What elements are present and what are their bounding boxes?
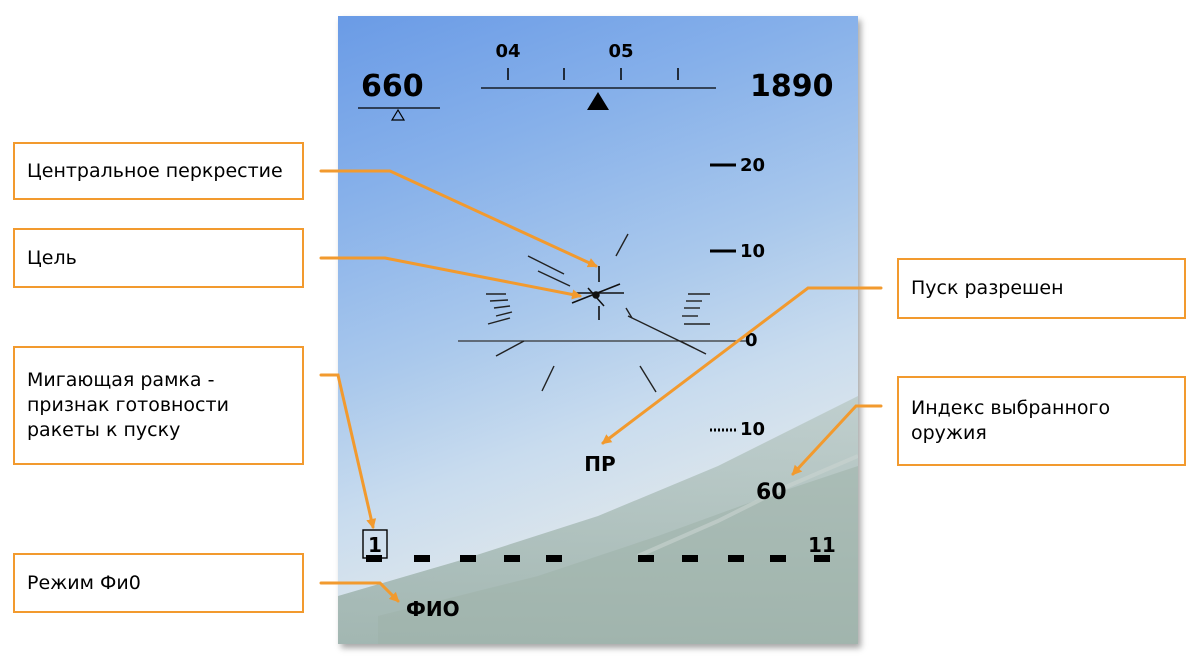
launch-allowed-indicator: ПР	[584, 452, 615, 476]
heading-label-05: 05	[608, 41, 633, 62]
pitch-label-minus-10: 10	[740, 419, 765, 440]
callout-weapon-index-text: Индекс выбранного оружия	[911, 397, 1111, 444]
pitch-label-10: 10	[740, 241, 765, 262]
callout-blinking-frame-text: Мигающая рамка - признак готовности раке…	[27, 369, 229, 441]
callout-fio-mode: Режим Фи0	[13, 553, 304, 613]
callout-target: Цель	[13, 228, 304, 288]
heading-caret-icon	[587, 92, 609, 110]
range-readout: 60	[756, 480, 787, 505]
callout-blinking-frame: Мигающая рамка - признак готовности раке…	[13, 346, 304, 465]
missile-count: 11	[808, 533, 836, 557]
callout-launch-allowed: Пуск разрешен	[897, 258, 1186, 319]
callout-center-cross: Центральное перкрестие	[13, 142, 304, 200]
speed-index-icon	[390, 108, 406, 121]
callout-fio-mode-text: Режим Фи0	[27, 571, 141, 594]
callout-weapon-index: Индекс выбранного оружия	[897, 376, 1186, 466]
dash-bar	[366, 555, 830, 562]
mode-indicator: ФИО	[406, 597, 460, 621]
hud-symbology: 04 05 660 1890 20 10 0 10	[358, 41, 836, 621]
radial-ticks	[486, 233, 710, 393]
callout-target-text: Цель	[27, 246, 77, 269]
pitch-label-20: 20	[740, 155, 765, 176]
hud-display: 04 05 660 1890 20 10 0 10	[338, 16, 858, 644]
altitude-readout: 1890	[750, 69, 834, 104]
callout-center-cross-text: Центральное перкрестие	[27, 159, 283, 182]
callout-launch-allowed-text: Пуск разрешен	[911, 277, 1064, 299]
weapon-index-box-value: 1	[368, 533, 382, 557]
pitch-label-0: 0	[745, 330, 758, 351]
target-marker-icon	[571, 283, 621, 307]
speed-readout: 660	[361, 69, 424, 104]
heading-label-04: 04	[495, 41, 520, 62]
